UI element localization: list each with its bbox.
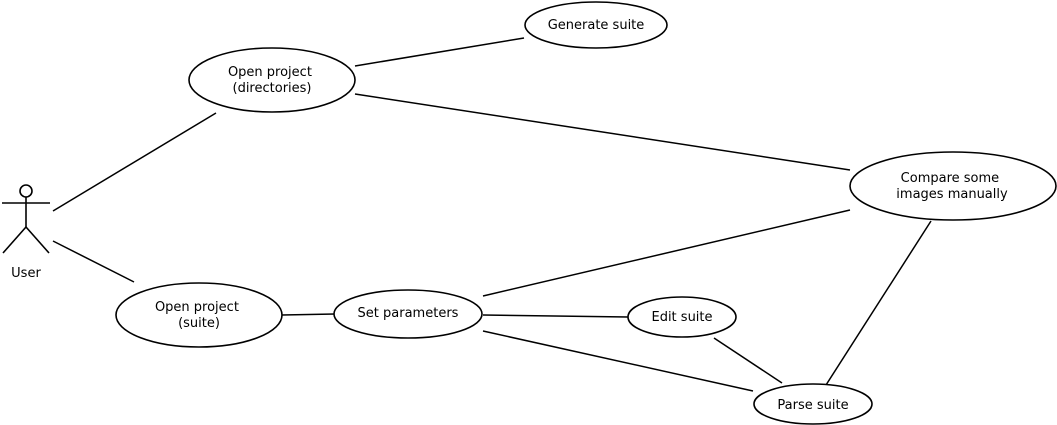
usecase-ellipse <box>753 383 873 425</box>
association-set-parameters-edit-suite <box>482 314 629 318</box>
association-compare-images-parse-suite <box>825 220 932 386</box>
usecase-label: Generate suite <box>548 18 645 33</box>
association-open-project-directories-generate-suite <box>354 37 525 67</box>
association-edit-suite-parse-suite <box>713 337 783 384</box>
usecase-label: Open project (directories) <box>228 65 316 96</box>
usecase-label: Compare some images manually <box>896 171 1008 202</box>
usecase-label-line: Set parameters <box>358 306 459 321</box>
usecase-label-line: Open project <box>155 300 239 315</box>
usecase-label: Set parameters <box>358 306 459 321</box>
association-user-open-project-directories <box>52 112 217 212</box>
usecase-ellipse <box>188 47 356 113</box>
usecase-generate-suite[interactable]: Generate suite <box>524 1 668 49</box>
actor-right-leg <box>25 226 50 254</box>
association-user-open-project-suite <box>52 240 135 283</box>
usecase-ellipse <box>333 289 483 339</box>
actor-head <box>19 184 33 198</box>
usecase-ellipse <box>115 282 283 348</box>
usecase-label-line: Parse suite <box>777 398 848 413</box>
usecase-compare-images-manually[interactable]: Compare some images manually <box>849 151 1057 221</box>
association-set-parameters-compare-images <box>482 209 851 297</box>
usecase-label-line: (directories) <box>233 81 312 96</box>
association-open-project-suite-set-parameters <box>281 313 336 316</box>
usecase-ellipse <box>524 1 668 49</box>
association-open-project-directories-compare-images <box>354 93 851 171</box>
usecase-label-line: Compare some <box>901 171 1000 186</box>
usecase-set-parameters[interactable]: Set parameters <box>333 289 483 339</box>
usecase-edit-suite[interactable]: Edit suite <box>627 296 737 338</box>
associations <box>52 37 932 392</box>
usecase-ellipse <box>849 151 1057 221</box>
usecase-label-line: Open project <box>228 65 312 80</box>
actor-label: User <box>11 266 41 281</box>
usecase-ellipse <box>627 296 737 338</box>
usecase-label-line: Edit suite <box>651 310 712 325</box>
usecase-label: Parse suite <box>777 398 848 413</box>
usecase-label: Open project (suite) <box>155 300 243 331</box>
usecase-label-line: Generate suite <box>548 18 645 33</box>
usecase-open-project-directories[interactable]: Open project (directories) <box>188 47 356 113</box>
usecase-parse-suite[interactable]: Parse suite <box>753 383 873 425</box>
usecase-label-line: (suite) <box>178 316 220 331</box>
actor-left-leg <box>2 226 27 254</box>
actor-user[interactable]: User <box>2 184 50 281</box>
association-set-parameters-parse-suite <box>482 330 754 392</box>
usecase-label: Edit suite <box>651 310 712 325</box>
usecase-open-project-suite[interactable]: Open project (suite) <box>115 282 283 348</box>
usecase-label-line: images manually <box>896 187 1008 202</box>
